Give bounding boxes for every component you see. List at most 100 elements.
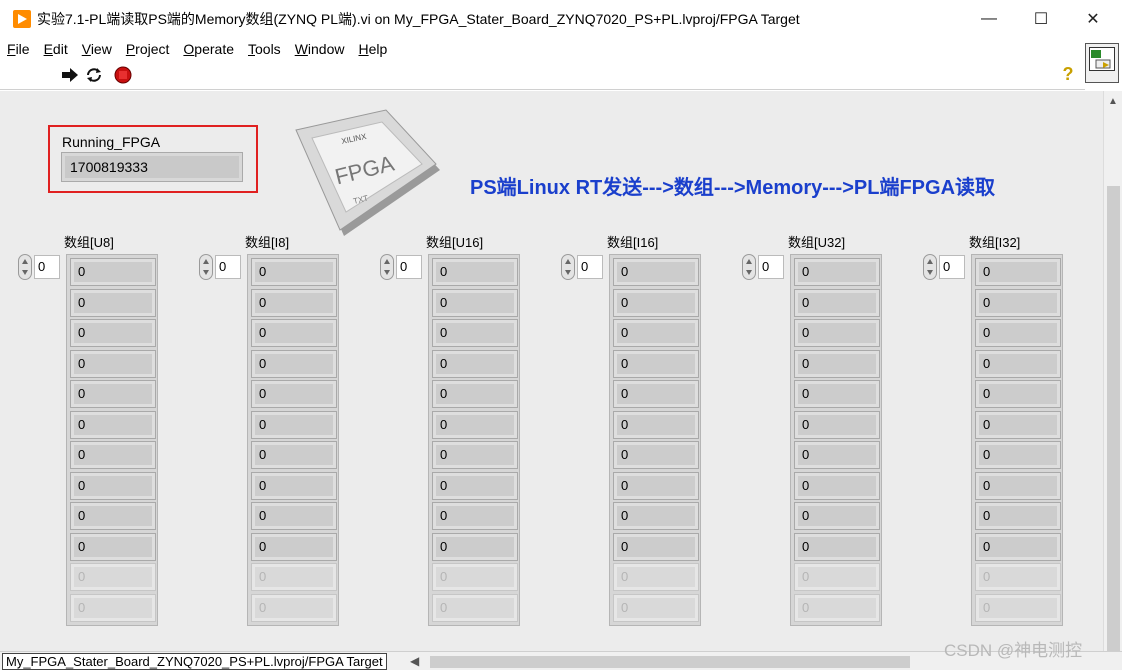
array-element: 0	[975, 471, 1061, 500]
horizontal-scrollbar-thumb[interactable]	[430, 656, 910, 668]
array-element: 0	[70, 288, 156, 317]
menu-file[interactable]: File	[7, 41, 30, 57]
index-spinner-icon[interactable]	[742, 254, 756, 280]
array-element: 0	[613, 380, 699, 408]
array-index-control[interactable]: 0	[923, 254, 967, 280]
array-element: 0	[70, 380, 156, 408]
array-element: 0	[613, 563, 699, 591]
array-index-input[interactable]: 0	[939, 255, 965, 279]
watermark: CSDN @神电测控	[944, 641, 1083, 660]
array-element: 0	[794, 441, 880, 469]
array-element: 0	[975, 563, 1061, 591]
menu-edit[interactable]: Edit	[43, 41, 68, 57]
minimize-button[interactable]: —	[981, 10, 997, 27]
array-element: 0	[613, 593, 699, 622]
array-element: 0	[975, 502, 1061, 530]
help-icon[interactable]: ?	[1062, 63, 1074, 84]
array-element: 0	[613, 441, 699, 469]
index-spinner-icon[interactable]	[18, 254, 32, 280]
array-element: 0	[613, 410, 699, 439]
maximize-button[interactable]: ☐	[1033, 11, 1049, 28]
array-index-control[interactable]: 0	[561, 254, 605, 280]
running-fpga-indicator: 1700819333	[61, 152, 243, 182]
array-element: 0	[251, 532, 337, 561]
vertical-scrollbar[interactable]: ▲	[1103, 91, 1122, 656]
array-element: 0	[794, 532, 880, 561]
array-index-control[interactable]: 0	[18, 254, 62, 280]
abort-stop-icon[interactable]	[113, 65, 133, 85]
array-element: 0	[975, 288, 1061, 317]
array-element: 0	[70, 593, 156, 622]
index-spinner-icon[interactable]	[199, 254, 213, 280]
array-element: 0	[251, 258, 337, 286]
array-element: 0	[794, 593, 880, 622]
title-bar: 实验7.1-PL端读取PS端的Memory数组(ZYNQ PL端).vi on …	[0, 0, 1122, 38]
array-element: 0	[432, 563, 518, 591]
index-spinner-icon[interactable]	[380, 254, 394, 280]
index-spinner-icon[interactable]	[923, 254, 937, 280]
array-element: 0	[613, 471, 699, 500]
array-element: 0	[613, 532, 699, 561]
close-button[interactable]: ✕	[1086, 11, 1100, 28]
array-element: 0	[70, 349, 156, 378]
array-element: 0	[975, 380, 1061, 408]
array-element: 0	[432, 471, 518, 500]
menu-help[interactable]: Help	[358, 41, 388, 57]
array-index-input[interactable]: 0	[396, 255, 422, 279]
array-element: 0	[975, 319, 1061, 347]
menu-operate[interactable]: Operate	[183, 41, 234, 57]
menu-project[interactable]: Project	[125, 41, 170, 57]
vi-connector-icon[interactable]	[1085, 43, 1119, 83]
array-element: 0	[70, 502, 156, 530]
scroll-left-icon[interactable]: ◀	[410, 654, 420, 668]
array-element: 0	[975, 441, 1061, 469]
scroll-up-icon[interactable]: ▲	[1108, 96, 1118, 107]
array-index-input[interactable]: 0	[34, 255, 60, 279]
array-index-input[interactable]: 0	[215, 255, 241, 279]
array-index-control[interactable]: 0	[380, 254, 424, 280]
array-element: 0	[70, 410, 156, 439]
array-element: 0	[432, 502, 518, 530]
array-element: 0	[70, 563, 156, 591]
array-element: 0	[794, 319, 880, 347]
array-element: 0	[613, 319, 699, 347]
menu-window[interactable]: Window	[294, 41, 345, 57]
run-arrow-icon[interactable]	[60, 65, 80, 85]
project-path[interactable]: My_FPGA_Stater_Board_ZYNQ7020_PS+PL.lvpr…	[2, 653, 387, 670]
array-element: 0	[251, 593, 337, 622]
array-element: 0	[432, 593, 518, 622]
toolbar	[0, 60, 1085, 90]
array-element: 0	[975, 532, 1061, 561]
array-index-control[interactable]: 0	[742, 254, 786, 280]
array-index-input[interactable]: 0	[577, 255, 603, 279]
index-spinner-icon[interactable]	[561, 254, 575, 280]
menu-tools[interactable]: Tools	[248, 41, 281, 57]
status-bar: My_FPGA_Stater_Board_ZYNQ7020_PS+PL.lvpr…	[0, 651, 1122, 670]
array-element: 0	[794, 288, 880, 317]
window-title: 实验7.1-PL端读取PS端的Memory数组(ZYNQ PL端).vi on …	[37, 11, 800, 27]
array-element: 0	[794, 380, 880, 408]
array-index-input[interactable]: 0	[758, 255, 784, 279]
array-element: 0	[70, 319, 156, 347]
data-flow-banner: PS端Linux RT发送--->数组--->Memory--->PL端FPGA…	[470, 177, 996, 199]
highlight-box	[48, 125, 258, 193]
array-element: 0	[794, 258, 880, 286]
array-element: 0	[613, 349, 699, 378]
array-element: 0	[251, 471, 337, 500]
array-element: 0	[432, 288, 518, 317]
scrollbar-thumb[interactable]	[1107, 186, 1120, 656]
run-continuously-icon[interactable]	[84, 65, 104, 85]
menu-view[interactable]: View	[81, 41, 112, 57]
array-index-control[interactable]: 0	[199, 254, 243, 280]
array-label: 数组[I32]	[969, 235, 1021, 250]
running-fpga-label: Running_FPGA	[62, 134, 161, 150]
front-panel	[0, 91, 1103, 651]
